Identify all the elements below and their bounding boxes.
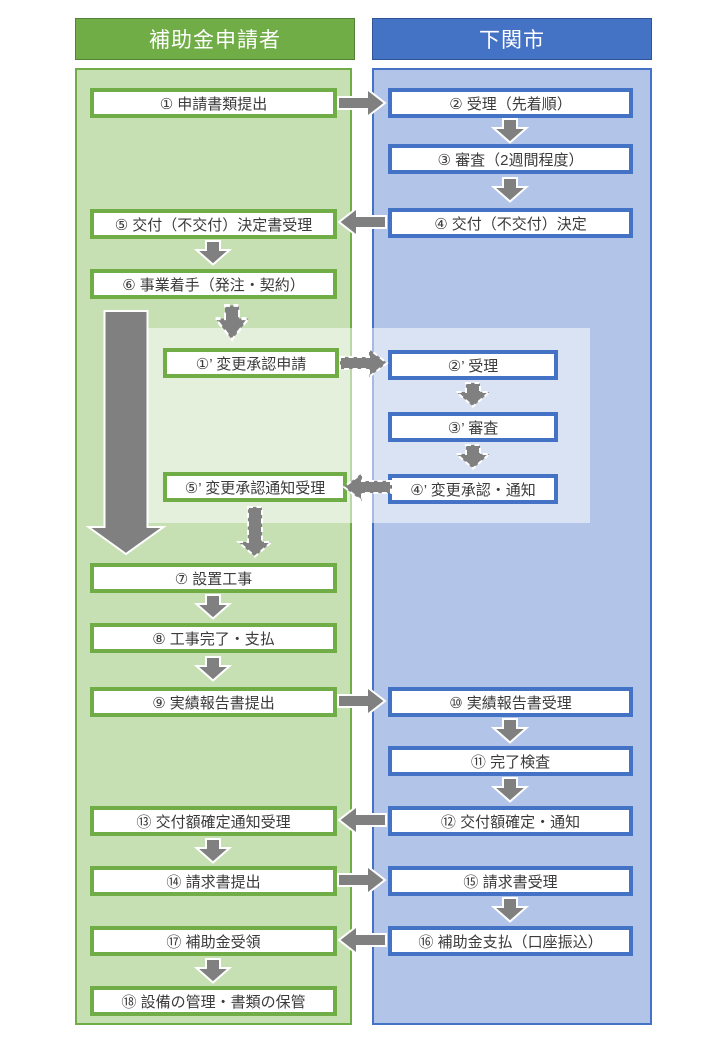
step-3-box: ③ 審査（2週間程度） xyxy=(388,144,633,174)
arrow-left-icon xyxy=(338,207,387,237)
arrow-down-dashed-icon xyxy=(455,382,491,408)
step-4-box: ④ 交付（不交付）決定 xyxy=(388,208,633,238)
arrow-down-long-dashed-icon xyxy=(237,506,273,558)
step-16-box: ⑯ 補助金支払（口座振込） xyxy=(388,926,633,956)
step-2-box: ② 受理（先着順） xyxy=(388,88,633,118)
arrow-right-icon xyxy=(337,88,386,118)
step-9-box: ⑨ 実績報告書提出 xyxy=(90,687,337,717)
arrow-down-icon xyxy=(492,777,528,803)
step-17-box: ⑰ 補助金受領 xyxy=(90,926,337,956)
step-6-box: ⑥ 事業着手（発注・契約） xyxy=(90,269,337,299)
arrow-right-icon xyxy=(337,686,386,716)
step-11-box: ⑪ 完了検査 xyxy=(388,746,633,776)
arrow-down-dashed-icon xyxy=(455,444,491,470)
lane-header-city: 下関市 xyxy=(372,18,652,60)
arrow-down-icon xyxy=(492,897,528,923)
step-4prime-box: ④’ 変更承認・通知 xyxy=(388,474,558,504)
arrow-down-icon xyxy=(195,656,231,682)
arrow-right-icon xyxy=(337,865,386,895)
step-12-box: ⑫ 交付額確定・通知 xyxy=(388,806,633,836)
arrow-big-down-icon xyxy=(87,310,165,555)
step-8-box: ⑧ 工事完了・支払 xyxy=(90,623,337,653)
step-7-box: ⑦ 設置工事 xyxy=(90,563,337,593)
step-14-box: ⑭ 請求書提出 xyxy=(90,866,337,896)
arrow-down-icon xyxy=(492,177,528,203)
lane-header-applicant: 補助金申請者 xyxy=(75,18,355,60)
step-18-box: ⑱ 設備の管理・書類の保管 xyxy=(90,986,337,1016)
step-13-box: ⑬ 交付額確定通知受理 xyxy=(90,806,337,836)
arrow-right-dashed-icon xyxy=(339,348,388,378)
arrow-down-icon xyxy=(195,838,231,864)
arrow-down-icon xyxy=(492,718,528,744)
arrow-down-icon xyxy=(195,594,231,620)
arrow-down-dashed-icon xyxy=(214,304,250,342)
arrow-left-icon xyxy=(338,925,387,955)
arrow-left-dashed-icon xyxy=(343,472,392,502)
step-3prime-box: ③’ 審査 xyxy=(388,412,558,442)
arrow-down-icon xyxy=(195,958,231,984)
step-1-box: ① 申請書類提出 xyxy=(90,88,337,118)
arrow-down-icon xyxy=(195,240,231,266)
step-15-box: ⑮ 請求書受理 xyxy=(388,866,633,896)
arrow-left-icon xyxy=(338,805,387,835)
step-5prime-box: ⑤’ 変更承認通知受理 xyxy=(163,472,347,502)
step-1prime-box: ①’ 変更承認申請 xyxy=(163,348,339,378)
step-5-box: ⑤ 交付（不交付）決定書受理 xyxy=(90,209,337,239)
arrow-down-icon xyxy=(492,118,528,144)
step-10-box: ⑩ 実績報告書受理 xyxy=(388,687,633,717)
step-2prime-box: ②’ 受理 xyxy=(388,350,558,380)
